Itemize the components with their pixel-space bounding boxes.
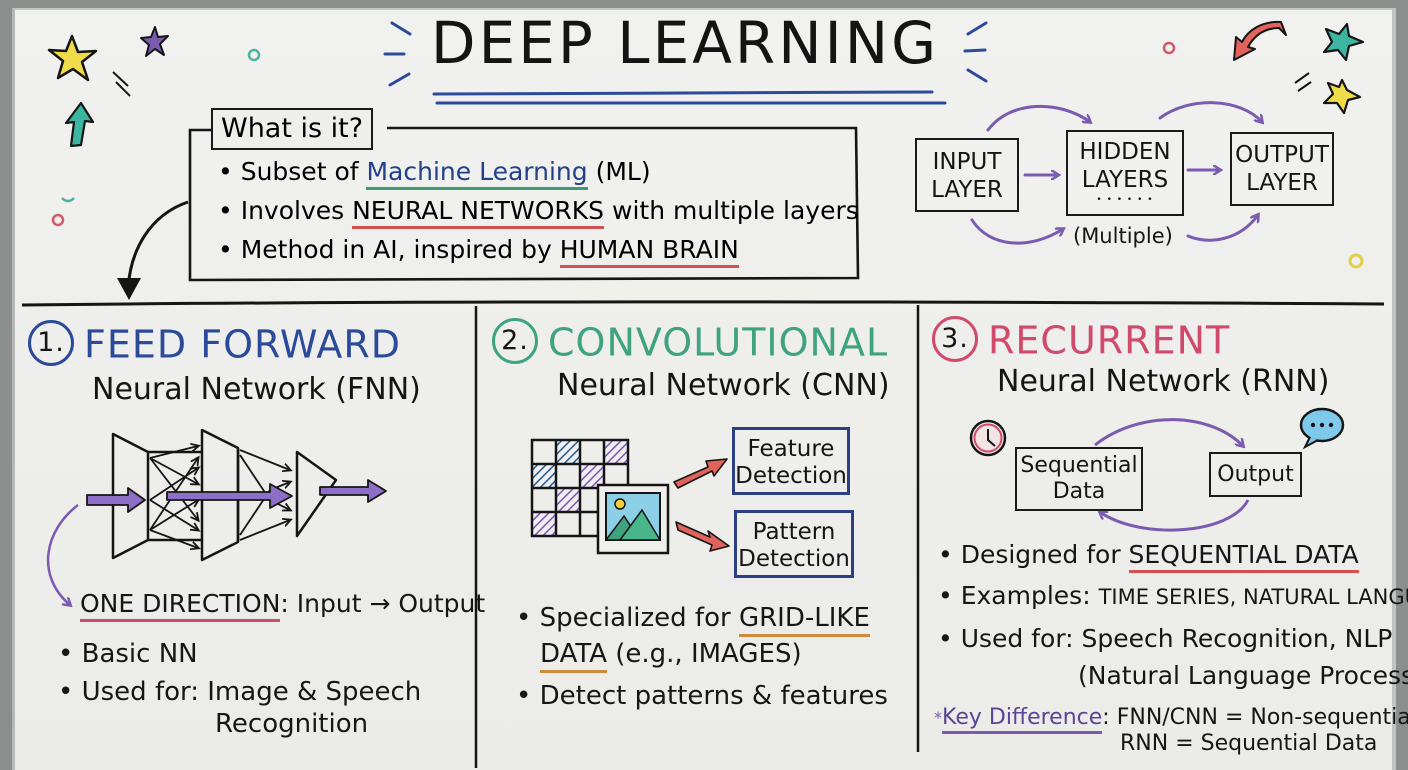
page-title: DEEP LEARNING (430, 9, 940, 77)
output-box: Output (1209, 452, 1302, 497)
cnn-bullet-continuation: DATA (e.g., IMAGES) (516, 634, 888, 674)
bullet-text: (e.g., IMAGES) (606, 639, 802, 669)
box-label: Feature (747, 436, 835, 462)
rnn-bullets: • Designed for SEQUENTIAL DATA • Example… (938, 534, 1408, 696)
fnn-bullets: • Basic NN • Used for: Image & Speech Re… (58, 634, 421, 744)
highlight-machine-learning: Machine Learning (366, 157, 588, 190)
bullet-glyph: • (58, 677, 74, 707)
bullet-glyph: • (516, 603, 532, 633)
cnn-title: CONVOLUTIONAL (548, 320, 889, 365)
bullet-glyph: • (218, 196, 233, 225)
rnn-heading: 3.RECURRENT (932, 316, 1231, 366)
bullet-text: (ML) (587, 157, 651, 186)
examples-text: TIME SERIES, NATURAL LANGUAGE (1098, 585, 1408, 609)
bullet-text: Specialized for (539, 603, 739, 633)
bullet-glyph: • (218, 157, 233, 186)
fnn-bullet-continuation: Recognition (215, 709, 369, 739)
highlight-one-direction: ONE DIRECTION (80, 589, 281, 622)
output-layer-box: OUTPUT LAYER (1230, 132, 1334, 206)
cnn-heading: 2.CONVOLUTIONAL (492, 318, 889, 368)
fnn-heading: 1.FEED FORWARD (28, 320, 402, 370)
cnn-subtitle: Neural Network (CNN) (557, 368, 890, 403)
bullet-text: with multiple layers (604, 196, 859, 225)
box-label: Pattern (752, 519, 836, 545)
intro-heading: What is it? (211, 108, 374, 150)
bullet-text: Used for: Image & Speech (81, 677, 422, 707)
hidden-layers-label: HIDDEN (1079, 139, 1171, 165)
hidden-layers-label: LAYERS (1081, 167, 1169, 193)
bullet-text: Examples: (960, 581, 1099, 610)
bullet-text: Basic NN (81, 639, 198, 669)
key-difference-line2: RNN = Sequential Data (1120, 731, 1378, 756)
highlight-human-brain: HUMAN BRAIN (559, 235, 739, 268)
hidden-layers-box: HIDDEN LAYERS • • • • • • (1066, 130, 1184, 216)
hidden-layers-dots: • • • • • • (1096, 195, 1154, 205)
hidden-layers-note: (Multiple) (1073, 224, 1173, 248)
box-label: Sequential (1020, 453, 1138, 478)
rnn-bullet: • Used for: Speech Recognition, NLP (938, 618, 1408, 659)
asterisk-icon: * (934, 708, 942, 727)
intro-bullet: • Involves NEURAL NETWORKS with multiple… (218, 191, 859, 230)
cnn-bullet: • Specialized for GRID-LIKE (516, 598, 888, 638)
bullet-glyph: • (938, 624, 953, 653)
rnn-number-badge: 3. (932, 316, 978, 362)
rnn-subtitle: Neural Network (RNN) (997, 364, 1330, 399)
cnn-bullets: • Specialized for GRID-LIKE DATA (e.g., … (516, 598, 888, 716)
bullet-text: Detect patterns & features (539, 681, 888, 711)
feature-detection-box: Feature Detection (732, 427, 850, 495)
rnn-bullet: • Examples: TIME SERIES, NATURAL LANGUAG… (938, 575, 1408, 618)
rnn-bullet: • Designed for SEQUENTIAL DATA (938, 534, 1408, 575)
cnn-number-badge: 2. (492, 318, 538, 364)
fnn-bullet: • Used for: Image & Speech (58, 672, 421, 712)
highlight-grid-like: GRID-LIKE (738, 603, 870, 637)
bullet-glyph: • (938, 581, 953, 610)
highlight-neural-networks: NEURAL NETWORKS (352, 196, 605, 229)
bullet-text: Involves (240, 196, 353, 225)
bullet-glyph: • (218, 235, 233, 264)
intro-bullet: • Method in AI, inspired by HUMAN BRAIN (218, 230, 859, 269)
bullet-glyph: • (516, 681, 532, 711)
direction-text: : Input → Output (280, 589, 486, 618)
key-difference-note: *Key Difference: FNN/CNN = Non-sequentia… (934, 705, 1408, 757)
bullet-glyph: • (58, 639, 74, 669)
rnn-bullet-continuation: (Natural Language Processing) (1078, 661, 1408, 690)
intro-list: • Subset of Machine Learning (ML) • Invo… (218, 152, 859, 269)
output-layer-label: LAYER (1246, 170, 1318, 196)
input-layer-box: INPUT LAYER (915, 138, 1019, 212)
highlight-data: DATA (540, 639, 607, 673)
box-label: Data (1052, 479, 1106, 504)
key-difference-line1: : FNN/CNN = Non-sequential (1102, 705, 1408, 730)
fnn-number-badge: 1. (28, 320, 74, 366)
box-label: Detection (735, 463, 847, 489)
fnn-subtitle: Neural Network (FNN) (92, 372, 421, 407)
sequential-data-box: Sequential Data (1015, 447, 1143, 511)
fnn-title: FEED FORWARD (84, 322, 402, 367)
highlight-sequential-data: SEQUENTIAL DATA (1128, 540, 1359, 573)
bullet-text: Method in AI, inspired by (240, 235, 560, 264)
bullet-text: Designed for (960, 540, 1129, 569)
rnn-title: RECURRENT (988, 318, 1231, 363)
bullet-glyph: • (938, 540, 953, 569)
bullet-text: Subset of (240, 157, 367, 186)
fnn-bullet: • Basic NN (58, 634, 421, 674)
cnn-bullet: • Detect patterns & features (516, 676, 888, 716)
input-layer-label: LAYER (931, 177, 1003, 203)
box-label: Detection (738, 546, 850, 572)
input-layer-label: INPUT (932, 149, 1002, 175)
bullet-text: Used for: Speech Recognition, NLP (960, 624, 1393, 653)
intro-bullet: • Subset of Machine Learning (ML) (218, 152, 859, 191)
fnn-direction: ONE DIRECTION: Input → Output (80, 584, 485, 624)
key-difference-label: Key Difference (942, 705, 1103, 734)
output-layer-label: OUTPUT (1235, 142, 1329, 168)
pattern-detection-box: Pattern Detection (734, 510, 854, 578)
